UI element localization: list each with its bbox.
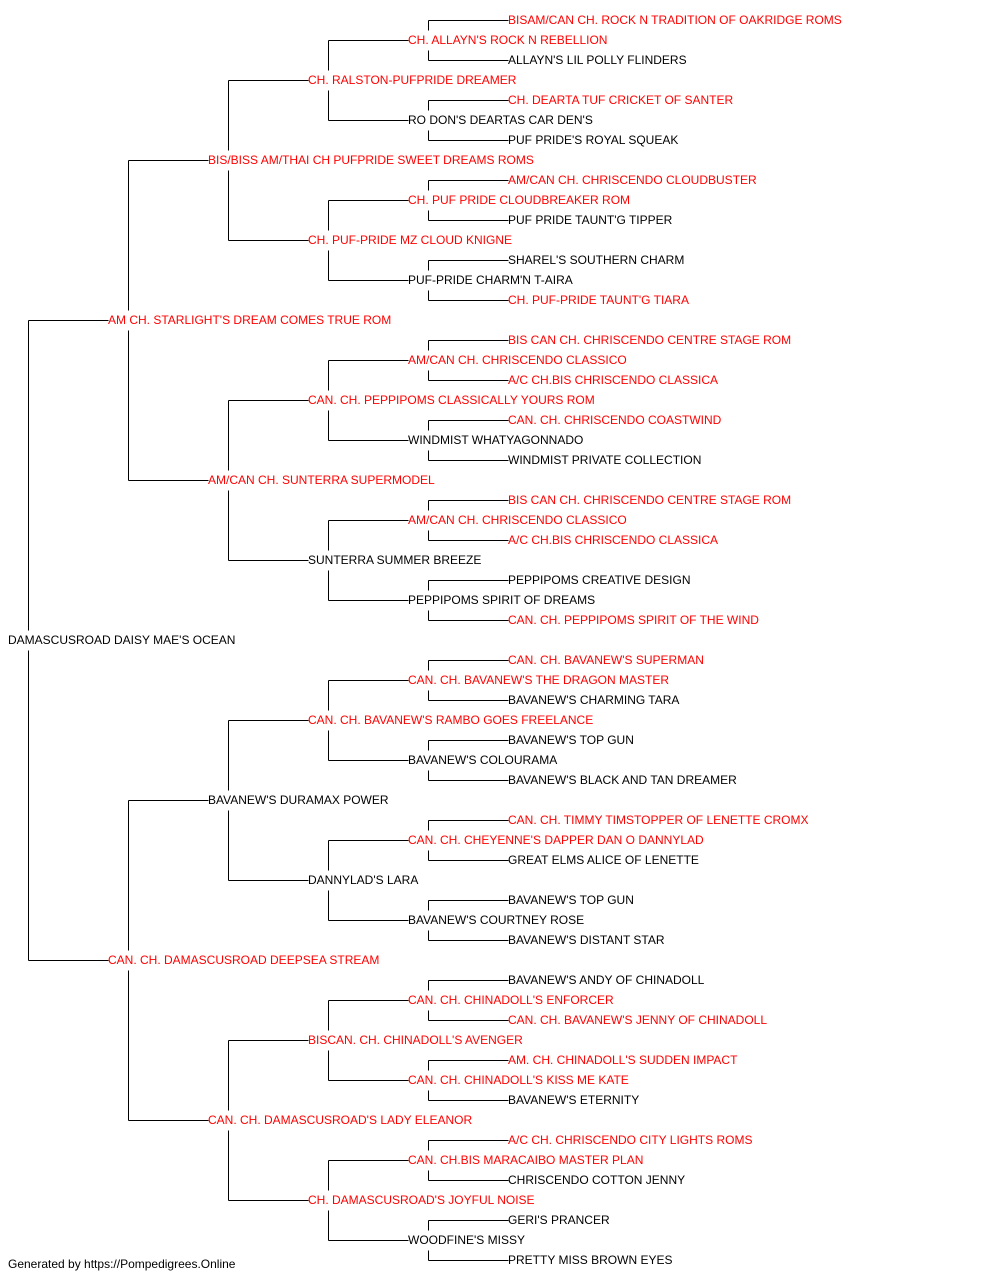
dog-name-sire.dam.dam.dam.dam: CAN. CH. PEPPIPOMS SPIRIT OF THE WIND bbox=[508, 613, 759, 627]
dog-name-dam.sire.sire.dam.sire: BAVANEW'S TOP GUN bbox=[508, 733, 634, 747]
footer-credit: Generated by https://Pompedigrees.Online bbox=[8, 1257, 236, 1271]
dog-name-sire.sire.dam.dam.sire: SHAREL'S SOUTHERN CHARM bbox=[508, 253, 684, 267]
dog-name-dam.sire.dam.sire.sire: CAN. CH. TIMMY TIMSTOPPER OF LENETTE CRO… bbox=[508, 813, 808, 827]
dog-name-dam.sire.sire: CAN. CH. BAVANEW'S RAMBO GOES FREELANCE bbox=[308, 713, 593, 727]
dog-name-sire.sire.dam.sire.sire: AM/CAN CH. CHRISCENDO CLOUDBUSTER bbox=[508, 173, 757, 187]
dog-name-sire.dam.dam.sire: AM/CAN CH. CHRISCENDO CLASSICO bbox=[408, 513, 627, 527]
dog-name-dam.sire.sire.dam: BAVANEW'S COLOURAMA bbox=[408, 753, 557, 767]
dog-name-dam.dam.sire.sire.dam: CAN. CH. BAVANEW'S JENNY OF CHINADOLL bbox=[508, 1013, 767, 1027]
dog-name-sire.sire: BIS/BISS AM/THAI CH PUFPRIDE SWEET DREAM… bbox=[208, 153, 534, 167]
dog-name-dam.sire.dam.dam: BAVANEW'S COURTNEY ROSE bbox=[408, 913, 584, 927]
dog-name-dam.dam.dam.dam.dam: PRETTY MISS BROWN EYES bbox=[508, 1253, 672, 1267]
dog-name-sire.sire.sire.dam.dam: PUF PRIDE'S ROYAL SQUEAK bbox=[508, 133, 678, 147]
dog-name-dam.dam.sire.sire.sire: BAVANEW'S ANDY OF CHINADOLL bbox=[508, 973, 705, 987]
dog-name-sire.sire.dam.sire: CH. PUF PRIDE CLOUDBREAKER ROM bbox=[408, 193, 630, 207]
dog-name-sire.dam.dam.dam: PEPPIPOMS SPIRIT OF DREAMS bbox=[408, 593, 595, 607]
dog-name-sire.dam.sire.sire.sire: BIS CAN CH. CHRISCENDO CENTRE STAGE ROM bbox=[508, 333, 791, 347]
dog-name-sire.dam: AM/CAN CH. SUNTERRA SUPERMODEL bbox=[208, 473, 435, 487]
dog-name-sire.sire.sire.dam.sire: CH. DEARTA TUF CRICKET OF SANTER bbox=[508, 93, 733, 107]
dog-name-sire.dam.sire.dam.dam: WINDMIST PRIVATE COLLECTION bbox=[508, 453, 701, 467]
dog-name-sire.sire.sire: CH. RALSTON-PUFPRIDE DREAMER bbox=[308, 73, 517, 87]
dog-name-sire.dam.sire.dam.sire: CAN. CH. CHRISCENDO COASTWIND bbox=[508, 413, 722, 427]
dog-name-dam.dam.sire.sire: CAN. CH. CHINADOLL'S ENFORCER bbox=[408, 993, 614, 1007]
dog-name-sire.dam.sire.sire.dam: A/C CH.BIS CHRISCENDO CLASSICA bbox=[508, 373, 718, 387]
dog-name-sire.dam.dam.sire.dam: A/C CH.BIS CHRISCENDO CLASSICA bbox=[508, 533, 718, 547]
dog-name-sire: AM CH. STARLIGHT'S DREAM COMES TRUE ROM bbox=[108, 313, 391, 327]
dog-name-dam.dam.sire: BISCAN. CH. CHINADOLL'S AVENGER bbox=[308, 1033, 523, 1047]
dog-name-dam.sire.dam.dam.sire: BAVANEW'S TOP GUN bbox=[508, 893, 634, 907]
dog-name-dam.sire.sire.sire.sire: CAN. CH. BAVANEW'S SUPERMAN bbox=[508, 653, 704, 667]
dog-name-sire.sire.dam: CH. PUF-PRIDE MZ CLOUD KNIGNE bbox=[308, 233, 512, 247]
dog-name-sire.dam.sire.sire: AM/CAN CH. CHRISCENDO CLASSICO bbox=[408, 353, 627, 367]
dog-name-sire.dam.dam.dam.sire: PEPPIPOMS CREATIVE DESIGN bbox=[508, 573, 690, 587]
dog-name-sire.dam.sire: CAN. CH. PEPPIPOMS CLASSICALLY YOURS ROM bbox=[308, 393, 595, 407]
dog-name-sire.dam.dam: SUNTERRA SUMMER BREEZE bbox=[308, 553, 481, 567]
dog-name-dam.sire.dam.sire.dam: GREAT ELMS ALICE OF LENETTE bbox=[508, 853, 699, 867]
dog-name-dam.dam.sire.dam.dam: BAVANEW'S ETERNITY bbox=[508, 1093, 639, 1107]
dog-name-sire.dam.dam.sire.sire: BIS CAN CH. CHRISCENDO CENTRE STAGE ROM bbox=[508, 493, 791, 507]
dog-name-dam.dam.dam.dam: WOODFINE'S MISSY bbox=[408, 1233, 525, 1247]
dog-name-sire.sire.dam.dam: PUF-PRIDE CHARM'N T-AIRA bbox=[408, 273, 573, 287]
dog-name-dam.sire.dam: DANNYLAD'S LARA bbox=[308, 873, 418, 887]
dog-name-sire.sire.dam.dam.dam: CH. PUF-PRIDE TAUNT'G TIARA bbox=[508, 293, 689, 307]
dog-name-dam.dam: CAN. CH. DAMASCUSROAD'S LADY ELEANOR bbox=[208, 1113, 472, 1127]
dog-name-dam.sire: BAVANEW'S DURAMAX POWER bbox=[208, 793, 389, 807]
dog-name-dam.sire.sire.dam.dam: BAVANEW'S BLACK AND TAN DREAMER bbox=[508, 773, 737, 787]
dog-name-subject: DAMASCUSROAD DAISY MAE'S OCEAN bbox=[8, 633, 235, 647]
dog-name-dam.dam.dam.sire: CAN. CH.BIS MARACAIBO MASTER PLAN bbox=[408, 1153, 643, 1167]
dog-name-dam.dam.sire.dam: CAN. CH. CHINADOLL'S KISS ME KATE bbox=[408, 1073, 629, 1087]
dog-name-sire.sire.dam.sire.dam: PUF PRIDE TAUNT'G TIPPER bbox=[508, 213, 673, 227]
dog-name-sire.sire.sire.sire.sire: BISAM/CAN CH. ROCK N TRADITION OF OAKRID… bbox=[508, 13, 842, 27]
dog-name-dam.dam.dam.dam.sire: GERI'S PRANCER bbox=[508, 1213, 610, 1227]
dog-name-dam.dam.dam: CH. DAMASCUSROAD'S JOYFUL NOISE bbox=[308, 1193, 535, 1207]
dog-name-dam.dam.dam.sire.dam: CHRISCENDO COTTON JENNY bbox=[508, 1173, 685, 1187]
dog-name-sire.dam.sire.dam: WINDMIST WHATYAGONNADO bbox=[408, 433, 583, 447]
dog-name-sire.sire.sire.sire: CH. ALLAYN'S ROCK N REBELLION bbox=[408, 33, 607, 47]
dog-name-dam.sire.dam.sire: CAN. CH. CHEYENNE'S DAPPER DAN O DANNYLA… bbox=[408, 833, 704, 847]
dog-name-dam.sire.dam.dam.dam: BAVANEW'S DISTANT STAR bbox=[508, 933, 665, 947]
dog-name-sire.sire.sire.sire.dam: ALLAYN'S LIL POLLY FLINDERS bbox=[508, 53, 687, 67]
dog-name-dam.sire.sire.sire.dam: BAVANEW'S CHARMING TARA bbox=[508, 693, 679, 707]
dog-name-dam.dam.dam.sire.sire: A/C CH. CHRISCENDO CITY LIGHTS ROMS bbox=[508, 1133, 752, 1147]
dog-name-dam.sire.sire.sire: CAN. CH. BAVANEW'S THE DRAGON MASTER bbox=[408, 673, 669, 687]
dog-name-dam.dam.sire.dam.sire: AM. CH. CHINADOLL'S SUDDEN IMPACT bbox=[508, 1053, 738, 1067]
dog-name-sire.sire.sire.dam: RO DON'S DEARTAS CAR DEN'S bbox=[408, 113, 593, 127]
dog-name-dam: CAN. CH. DAMASCUSROAD DEEPSEA STREAM bbox=[108, 953, 379, 967]
